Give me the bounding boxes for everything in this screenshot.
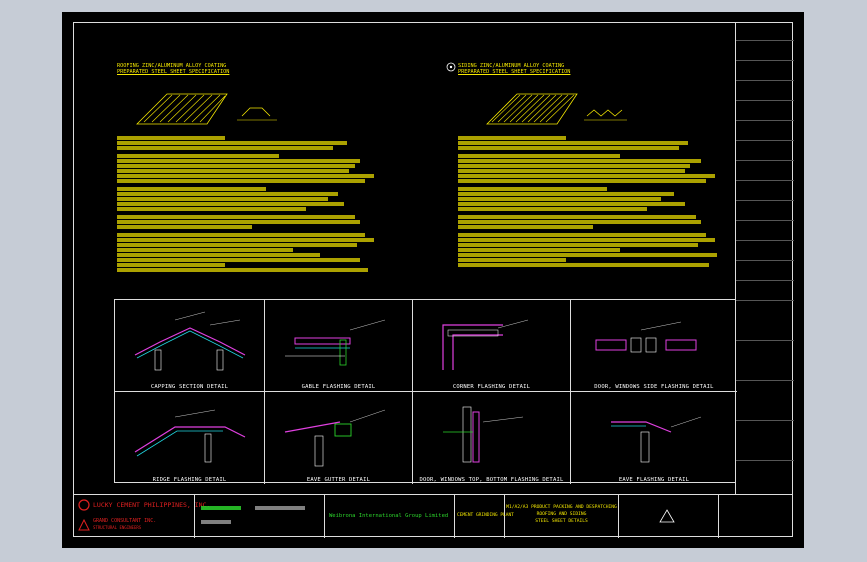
- cad-sheet: ROOFING ZINC/ALUMINUM ALLOY COATING PREP…: [62, 12, 804, 548]
- gable-detail-drawing: [285, 319, 386, 366]
- detail-eave-gutter: EAVE GUTTER DETAIL: [265, 392, 413, 484]
- detail-eave-flashing: EAVE FLASHING DETAIL: [571, 392, 737, 484]
- roof-sheet-sketch: [136, 93, 277, 125]
- right-spec-title-line2: PREPARATED STEEL SHEET SPECIFICATION: [458, 69, 571, 75]
- eave-gutter-detail-drawing: [284, 409, 386, 467]
- detail-caption: DOOR, WINDOWS TOP, BOTTOM FLASHING DETAI…: [419, 477, 564, 483]
- company-logo-icon: [78, 499, 90, 511]
- right-spec-text-block: [458, 135, 728, 268]
- left-spec-title: ROOFING ZINC/ALUMINUM ALLOY COATING PREP…: [117, 63, 229, 75]
- right-spec-title-line1: SIDING ZINC/ALUMINUM ALLOY COATING: [458, 63, 565, 69]
- sheet-title-cell: M1/A2/A3 PRODUCT PACKING AND DESPATCHING…: [505, 495, 619, 538]
- corner-detail-drawing: [442, 319, 529, 370]
- plant-name: CEMENT GRINDING PLANT: [457, 513, 514, 518]
- revision-column: [735, 22, 794, 494]
- detail-door-top-bottom: DOOR, WINDOWS TOP, BOTTOM FLASHING DETAI…: [413, 392, 571, 484]
- right-spec-title: SIDING ZINC/ALUMINUM ALLOY COATING PREPA…: [458, 63, 570, 75]
- door-side-detail-drawing: [595, 321, 697, 353]
- approval-cell: [195, 495, 325, 538]
- left-spec-title-line2: PREPARATED STEEL SHEET SPECIFICATION: [117, 69, 230, 75]
- detail-caption: EAVE FLASHING DETAIL: [618, 477, 690, 483]
- plant-cell: CEMENT GRINDING PLANT: [455, 495, 514, 538]
- detail-caption: CORNER FLASHING DETAIL: [452, 384, 531, 390]
- left-spec-title-line1: ROOFING ZINC/ALUMINUM ALLOY COATING: [117, 63, 227, 69]
- detail-door-side: DOOR, WINDOWS SIDE FLASHING DETAIL: [571, 300, 737, 392]
- sheet-title-line2: ROOFING AND SIDING: [536, 512, 587, 517]
- detail-caption: EAVE GUTTER DETAIL: [306, 477, 371, 483]
- siding-sheet-sketch: [486, 93, 627, 125]
- sheet-title-line3: STEEL SHEET DETAILS: [535, 519, 588, 524]
- consultant-name: GRAND CONSULTANT INC.: [93, 518, 157, 524]
- contractor-cell: Weibrona International Group Limited: [325, 495, 455, 538]
- consultant-subtitle: STRUCTURAL ENGINEERS: [93, 525, 142, 530]
- detail-caption: DOOR, WINDOWS SIDE FLASHING DETAIL: [594, 384, 714, 390]
- triangle-stamp-icon: [659, 509, 675, 523]
- sheet-title-line1: M1/A2/A3 PRODUCT PACKING AND DESPATCHING: [506, 505, 617, 510]
- company-name: LUCKY CEMENT PHILIPPINES, INC.: [93, 501, 211, 509]
- detail-caption: CAPPING SECTION DETAIL: [150, 384, 229, 390]
- detail-ridge: RIDGE FLASHING DETAIL: [115, 392, 265, 484]
- drawing-border: [73, 22, 793, 537]
- detail-capping: CAPPING SECTION DETAIL: [115, 300, 265, 392]
- capping-detail-drawing: [134, 311, 246, 371]
- section-marker-icon: [446, 62, 456, 72]
- ridge-detail-drawing: [134, 409, 246, 463]
- consultant-logo-icon: [78, 519, 90, 531]
- detail-corner: CORNER FLASHING DETAIL: [413, 300, 571, 392]
- revision-cell: [719, 495, 793, 538]
- detail-caption: GABLE FLASHING DETAIL: [301, 384, 376, 390]
- contractor-name: Weibrona International Group Limited: [329, 513, 449, 519]
- left-spec-text-block: [117, 135, 387, 273]
- drawing-number-cell: [619, 495, 719, 538]
- door-top-bottom-detail-drawing: [443, 406, 524, 463]
- details-grid: CAPPING SECTION DETAIL GABLE FLASHING DE…: [114, 299, 737, 484]
- title-block: LUCKY CEMENT PHILIPPINES, INC. GRAND CON…: [73, 494, 793, 538]
- eave-flashing-detail-drawing: [611, 416, 702, 463]
- detail-gable: GABLE FLASHING DETAIL: [265, 300, 413, 392]
- detail-caption: RIDGE FLASHING DETAIL: [152, 477, 227, 483]
- client-cell: LUCKY CEMENT PHILIPPINES, INC. GRAND CON…: [73, 495, 210, 538]
